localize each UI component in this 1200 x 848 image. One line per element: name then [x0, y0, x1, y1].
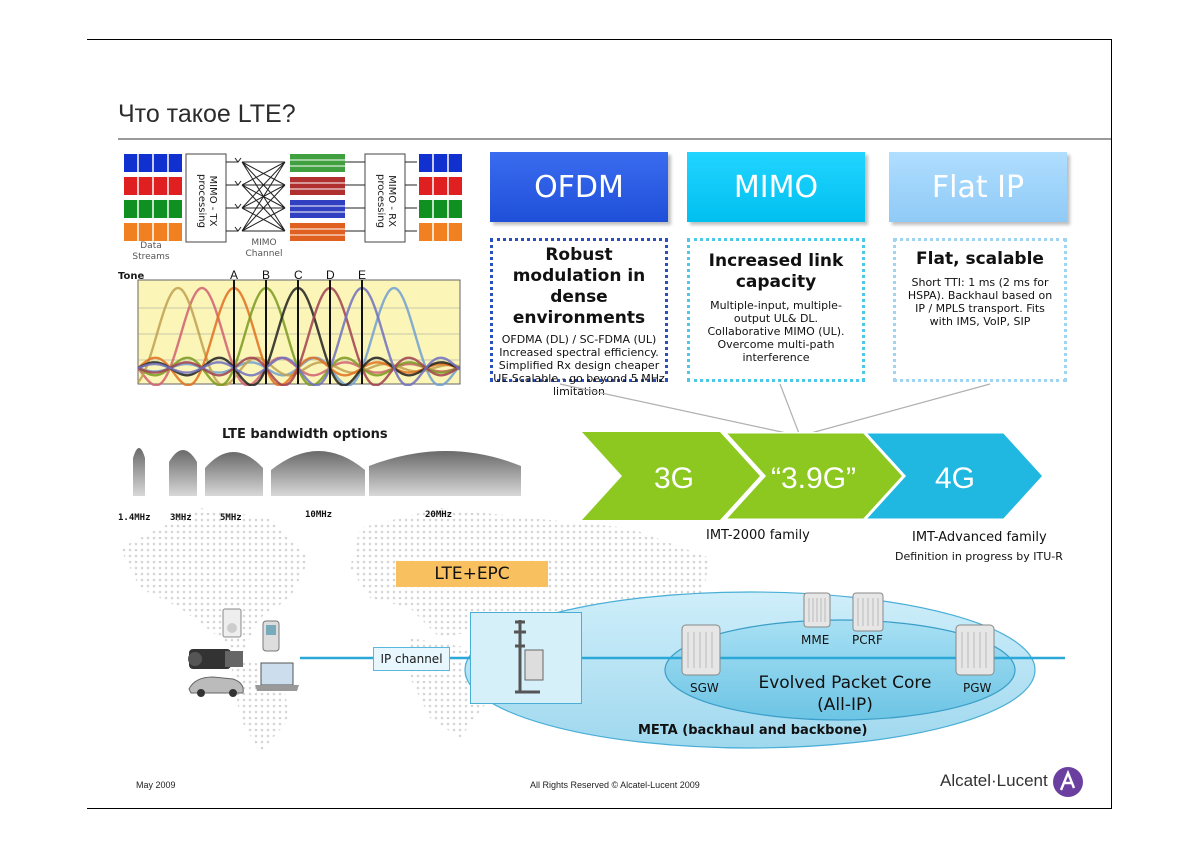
right-rule: [1111, 39, 1112, 809]
mimo-header: MIMO: [687, 152, 865, 222]
footer-date: May 2009: [136, 780, 176, 790]
mimo-channel-label: MIMO Channel: [245, 238, 283, 259]
mimo-rx-label: MIMO - RX processing: [375, 174, 397, 228]
laptop-icon: [260, 662, 294, 686]
page-title: Что такое LTE?: [118, 100, 296, 128]
bottom-rule: [87, 808, 1112, 809]
bw-label-10mhz: 10MHz: [305, 510, 333, 520]
ofdm-description-text: OFDMA (DL) / SC-FDMA (UL) Increased spec…: [493, 333, 665, 398]
antenna-tower-icon: [514, 620, 544, 694]
bw-label-20mhz: 20MHz: [425, 510, 453, 520]
stage-3-9g-label: “3.9G”: [771, 462, 857, 495]
data-streams-right: [419, 154, 462, 241]
bw-3mhz: [169, 450, 197, 496]
imt-2000-label: IMT-2000 family: [706, 528, 810, 543]
mimo-description-text: Multiple-input, multiple- output UL& DL.…: [707, 299, 845, 364]
meta-label: META (backhaul and backbone): [638, 723, 868, 738]
stage-4g-label: 4G: [935, 462, 976, 495]
itu-definition-label: Definition in progress by ITU-R: [895, 550, 1063, 563]
tone-peak-label-c: C: [294, 268, 303, 282]
data-streams-label: Data Streams: [132, 241, 170, 262]
bw-1-4mhz: [133, 448, 145, 496]
chevron-3-9g: [721, 432, 923, 520]
ofdm-header: OFDM: [490, 152, 668, 222]
tone-label: Tone: [118, 271, 145, 282]
tone-peak-label-e: E: [358, 268, 366, 282]
epc-label-line1: Evolved Packet Core: [758, 673, 932, 693]
pcrf-label: PCRF: [852, 633, 883, 647]
alcatel-lucent-logo-icon: [1053, 767, 1083, 797]
devices-icon-group: [188, 608, 299, 697]
evolution-chevrons: [582, 432, 1047, 520]
bw-label-5mhz: 5MHz: [220, 513, 242, 523]
tone-peak-label-a: A: [230, 268, 238, 282]
brand-wordmark: Alcatel·Lucent: [940, 771, 1048, 790]
mimo-description-heading: Increased link capacity: [708, 251, 844, 292]
mixed-streams-middle: [290, 154, 345, 241]
lte-epc-label: LTE+EPC: [396, 561, 548, 587]
stage-3g-label: 3G: [654, 462, 695, 495]
tone-chart: A B C D E: [137, 268, 461, 386]
flat-ip-description-box: Flat, scalable Short TTI: 1 ms (2 ms for…: [893, 238, 1067, 382]
sgw-server-icon: [681, 624, 721, 676]
flat-ip-description-heading: Flat, scalable: [916, 249, 1044, 269]
ofdm-description-heading: Robust modulation in dense environments: [512, 245, 646, 328]
mme-label: MME: [801, 633, 830, 647]
tone-peak-label-b: B: [262, 268, 270, 282]
mimo-tx-label: MIMO - TX processing: [196, 174, 218, 228]
pcrf-server-icon: [852, 592, 884, 632]
ip-channel-label: IP channel: [373, 647, 450, 671]
footer-rights: All Rights Reserved © Alcatel-Lucent 200…: [530, 780, 700, 790]
bw-label-1-4mhz: 1.4MHz: [118, 513, 151, 523]
bw-20mhz: [369, 451, 521, 496]
bw-10mhz: [271, 451, 365, 496]
tone-peak-label-d: D: [326, 268, 335, 282]
bandwidth-shapes: [133, 448, 521, 496]
chevron-4g: [861, 432, 1047, 520]
connector-lines: [559, 383, 991, 437]
epc-ellipse: [664, 619, 1016, 721]
flat-ip-header: Flat IP: [889, 152, 1067, 222]
sgw-label: SGW: [690, 681, 719, 695]
data-streams-left: [124, 154, 182, 241]
ofdm-description-box: Robust modulation in dense environments …: [490, 238, 668, 398]
bandwidth-title: LTE bandwidth options: [222, 427, 388, 442]
mme-server-icon: [803, 592, 831, 628]
mimo-description-box: Increased link capacity Multiple-input, …: [687, 238, 865, 382]
epc-label: Evolved Packet Core (All-IP): [735, 672, 955, 716]
epc-label-line2: (All-IP): [817, 695, 873, 715]
imt-advanced-label: IMT-Advanced family: [912, 530, 1047, 545]
bw-label-3mhz: 3MHz: [170, 513, 192, 523]
flat-ip-description-text: Short TTI: 1 ms (2 ms for HSPA). Backhau…: [907, 276, 1053, 328]
title-underline: [118, 138, 1111, 140]
bw-5mhz: [205, 452, 263, 496]
chevron-3g: [582, 432, 760, 520]
car-icon: [188, 676, 244, 694]
pgw-server-icon: [955, 624, 995, 676]
pgw-label: PGW: [963, 681, 992, 695]
mimo-diagram: [124, 153, 462, 243]
top-rule: [87, 39, 1112, 40]
